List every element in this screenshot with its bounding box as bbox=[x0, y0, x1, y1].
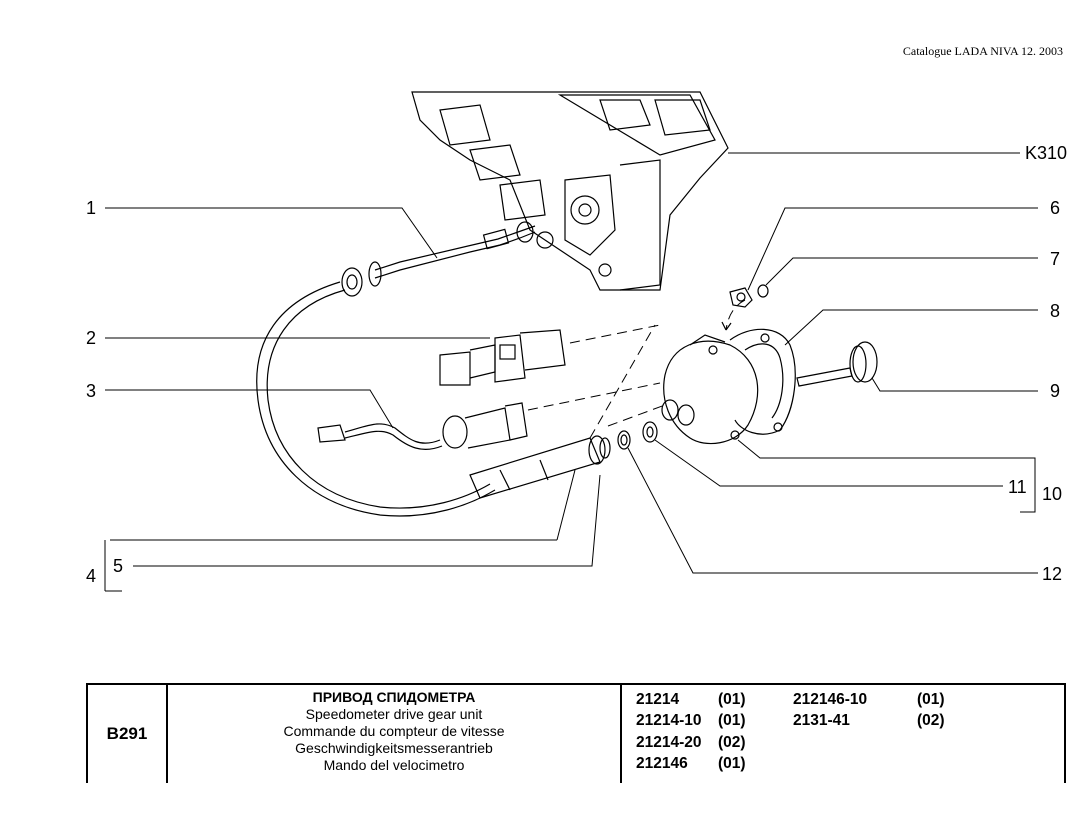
nut-and-washer bbox=[729, 284, 769, 308]
transmission-housing bbox=[411, 91, 729, 291]
model-item: 212146(01) bbox=[636, 755, 746, 772]
speedometer-cable bbox=[256, 221, 536, 517]
label-8: 8 bbox=[1050, 301, 1060, 321]
label-3: 3 bbox=[86, 381, 96, 401]
speed-sensor bbox=[317, 402, 528, 450]
label-12: 12 bbox=[1042, 564, 1062, 584]
speed-sensor-connector bbox=[439, 329, 566, 386]
part-table: B291 ПРИВОД СПИДОМЕТРА Speedometer drive… bbox=[86, 683, 1066, 783]
arrow-icon bbox=[721, 321, 732, 331]
label-9: 9 bbox=[1050, 381, 1060, 401]
model-item: 21214-10(01) bbox=[636, 712, 746, 729]
label-11: 11 bbox=[1008, 477, 1027, 497]
title-it: Mando del velocimetro bbox=[323, 757, 465, 773]
seal-and-bushing bbox=[617, 421, 658, 450]
model-item: 21214-20(02) bbox=[636, 734, 746, 751]
label-k310: K310 bbox=[1025, 143, 1067, 163]
title-en: Speedometer drive gear unit bbox=[305, 706, 483, 722]
model-item: 21214(01) bbox=[636, 691, 746, 708]
group-title: ПРИВОД СПИДОМЕТРА Speedometer drive gear… bbox=[168, 685, 622, 783]
catalogue-header: Catalogue LADA NIVA 12. 2003 bbox=[902, 44, 1063, 58]
label-7: 7 bbox=[1050, 249, 1060, 269]
group-code: B291 bbox=[88, 685, 168, 783]
exploded-diagram: K310 1 2 3 4 5 6 7 8 9 10 11 12 bbox=[86, 91, 1067, 592]
label-1: 1 bbox=[86, 198, 96, 218]
label-6: 6 bbox=[1050, 198, 1060, 218]
drive-housing bbox=[661, 334, 759, 445]
model-list: 21214(01) 21214-10(01) 21214-20(02) 2121… bbox=[622, 685, 1064, 783]
label-10: 10 bbox=[1042, 484, 1062, 504]
gasket bbox=[729, 328, 796, 435]
label-5: 5 bbox=[113, 556, 123, 576]
leader-lines bbox=[104, 152, 1038, 592]
title-fr: Commande du compteur de vitesse bbox=[283, 723, 505, 739]
label-2: 2 bbox=[86, 328, 96, 348]
model-item: 2131-41(02) bbox=[793, 712, 945, 729]
drive-tube bbox=[469, 435, 611, 499]
model-item: 212146-10(01) bbox=[793, 691, 945, 708]
label-4: 4 bbox=[86, 566, 96, 586]
assembly-lines bbox=[527, 299, 746, 439]
title-de: Geschwindigkeitsmesserantrieb bbox=[295, 740, 493, 756]
title-ru: ПРИВОД СПИДОМЕТРА bbox=[312, 689, 476, 705]
driven-gear bbox=[796, 341, 878, 387]
